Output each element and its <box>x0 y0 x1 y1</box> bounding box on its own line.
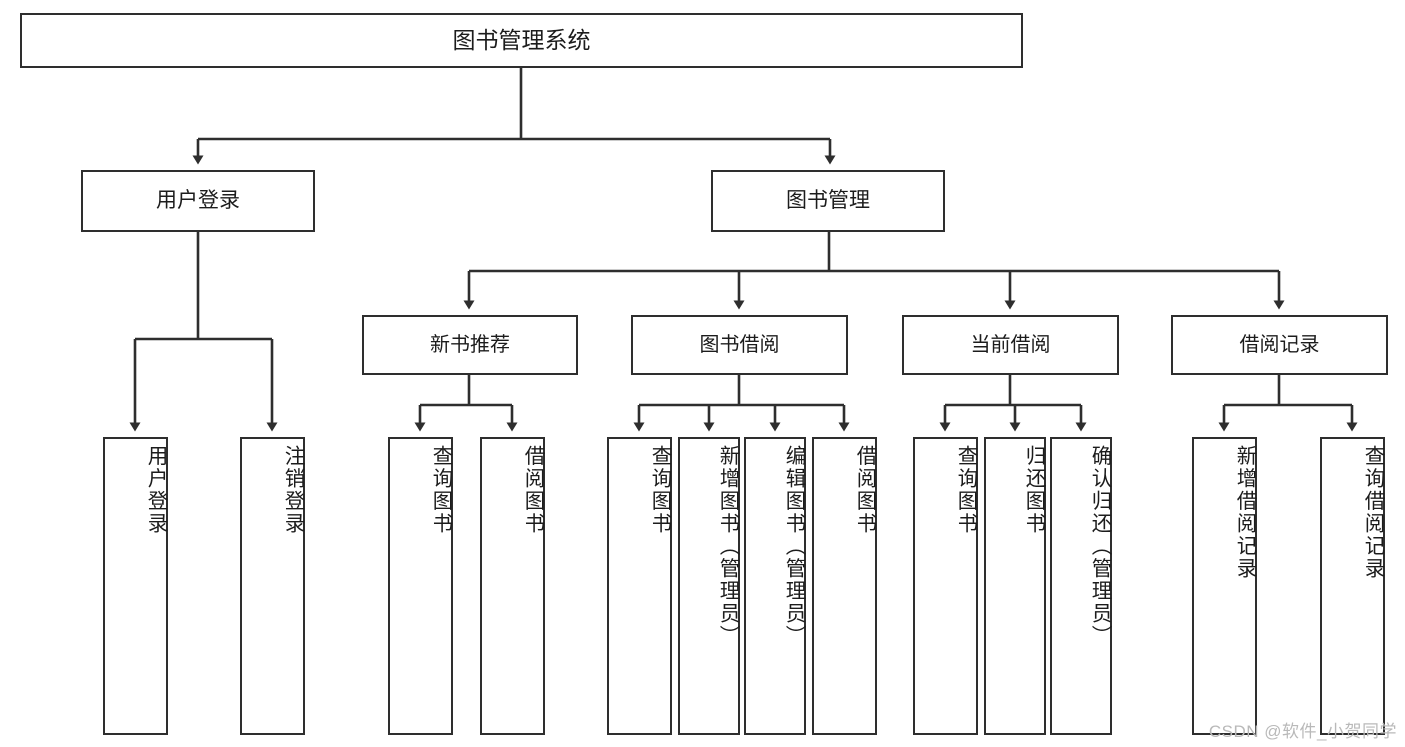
node-book-manage[interactable]: 图书管理 <box>711 170 945 232</box>
node-leaf-edit-book-admin[interactable]: 编辑图书（管理员） <box>744 437 806 735</box>
node-leaf-return-book[interactable]: 归还图书 <box>984 437 1046 735</box>
node-borrow-record[interactable]: 借阅记录 <box>1171 315 1388 375</box>
node-leaf-query-borrow-record-label: 查询借阅记录 <box>1361 445 1384 580</box>
node-leaf-return-book-label: 归还图书 <box>1022 445 1045 535</box>
node-leaf-query-book-1[interactable]: 查询图书 <box>388 437 453 735</box>
node-leaf-borrow-book-1[interactable]: 借阅图书 <box>480 437 545 735</box>
node-borrow-record-label: 借阅记录 <box>1239 333 1320 356</box>
node-leaf-query-book-2-label: 查询图书 <box>648 445 671 535</box>
node-root-label: 图书管理系统 <box>452 27 591 54</box>
node-current-borrow[interactable]: 当前借阅 <box>902 315 1119 375</box>
node-leaf-borrow-book-1-label: 借阅图书 <box>521 445 544 535</box>
node-leaf-query-book-1-label: 查询图书 <box>429 445 452 535</box>
node-leaf-borrow-book-2[interactable]: 借阅图书 <box>812 437 877 735</box>
node-new-book-recommend[interactable]: 新书推荐 <box>362 315 578 375</box>
node-leaf-add-borrow-record[interactable]: 新增借阅记录 <box>1192 437 1257 735</box>
node-leaf-query-borrow-record[interactable]: 查询借阅记录 <box>1320 437 1385 735</box>
node-leaf-confirm-return-admin[interactable]: 确认归还（管理员） <box>1050 437 1112 735</box>
node-leaf-confirm-return-admin-label: 确认归还（管理员） <box>1088 445 1111 648</box>
node-leaf-add-book-admin[interactable]: 新增图书（管理员） <box>678 437 740 735</box>
node-leaf-add-book-admin-label: 新增图书（管理员） <box>716 445 739 648</box>
node-user-login[interactable]: 用户登录 <box>81 170 315 232</box>
node-leaf-edit-book-admin-label: 编辑图书（管理员） <box>782 445 805 648</box>
node-book-manage-label: 图书管理 <box>786 188 870 212</box>
node-leaf-user-login-label: 用户登录 <box>144 445 167 535</box>
node-book-borrow-label: 图书借阅 <box>699 333 780 356</box>
node-current-borrow-label: 当前借阅 <box>970 333 1051 356</box>
node-new-book-recommend-label: 新书推荐 <box>430 333 510 356</box>
node-leaf-query-book-3[interactable]: 查询图书 <box>913 437 978 735</box>
watermark: CSDN @软件_小贺同学 <box>1208 722 1397 741</box>
node-user-login-label: 用户登录 <box>156 188 240 212</box>
node-root[interactable]: 图书管理系统 <box>20 13 1023 68</box>
node-book-borrow[interactable]: 图书借阅 <box>631 315 848 375</box>
node-leaf-query-book-3-label: 查询图书 <box>954 445 977 535</box>
node-leaf-logout-login[interactable]: 注销登录 <box>240 437 305 735</box>
node-leaf-query-book-2[interactable]: 查询图书 <box>607 437 672 735</box>
node-leaf-add-borrow-record-label: 新增借阅记录 <box>1233 445 1256 580</box>
node-leaf-borrow-book-2-label: 借阅图书 <box>853 445 876 535</box>
node-leaf-logout-login-label: 注销登录 <box>281 445 304 535</box>
node-leaf-user-login[interactable]: 用户登录 <box>103 437 168 735</box>
